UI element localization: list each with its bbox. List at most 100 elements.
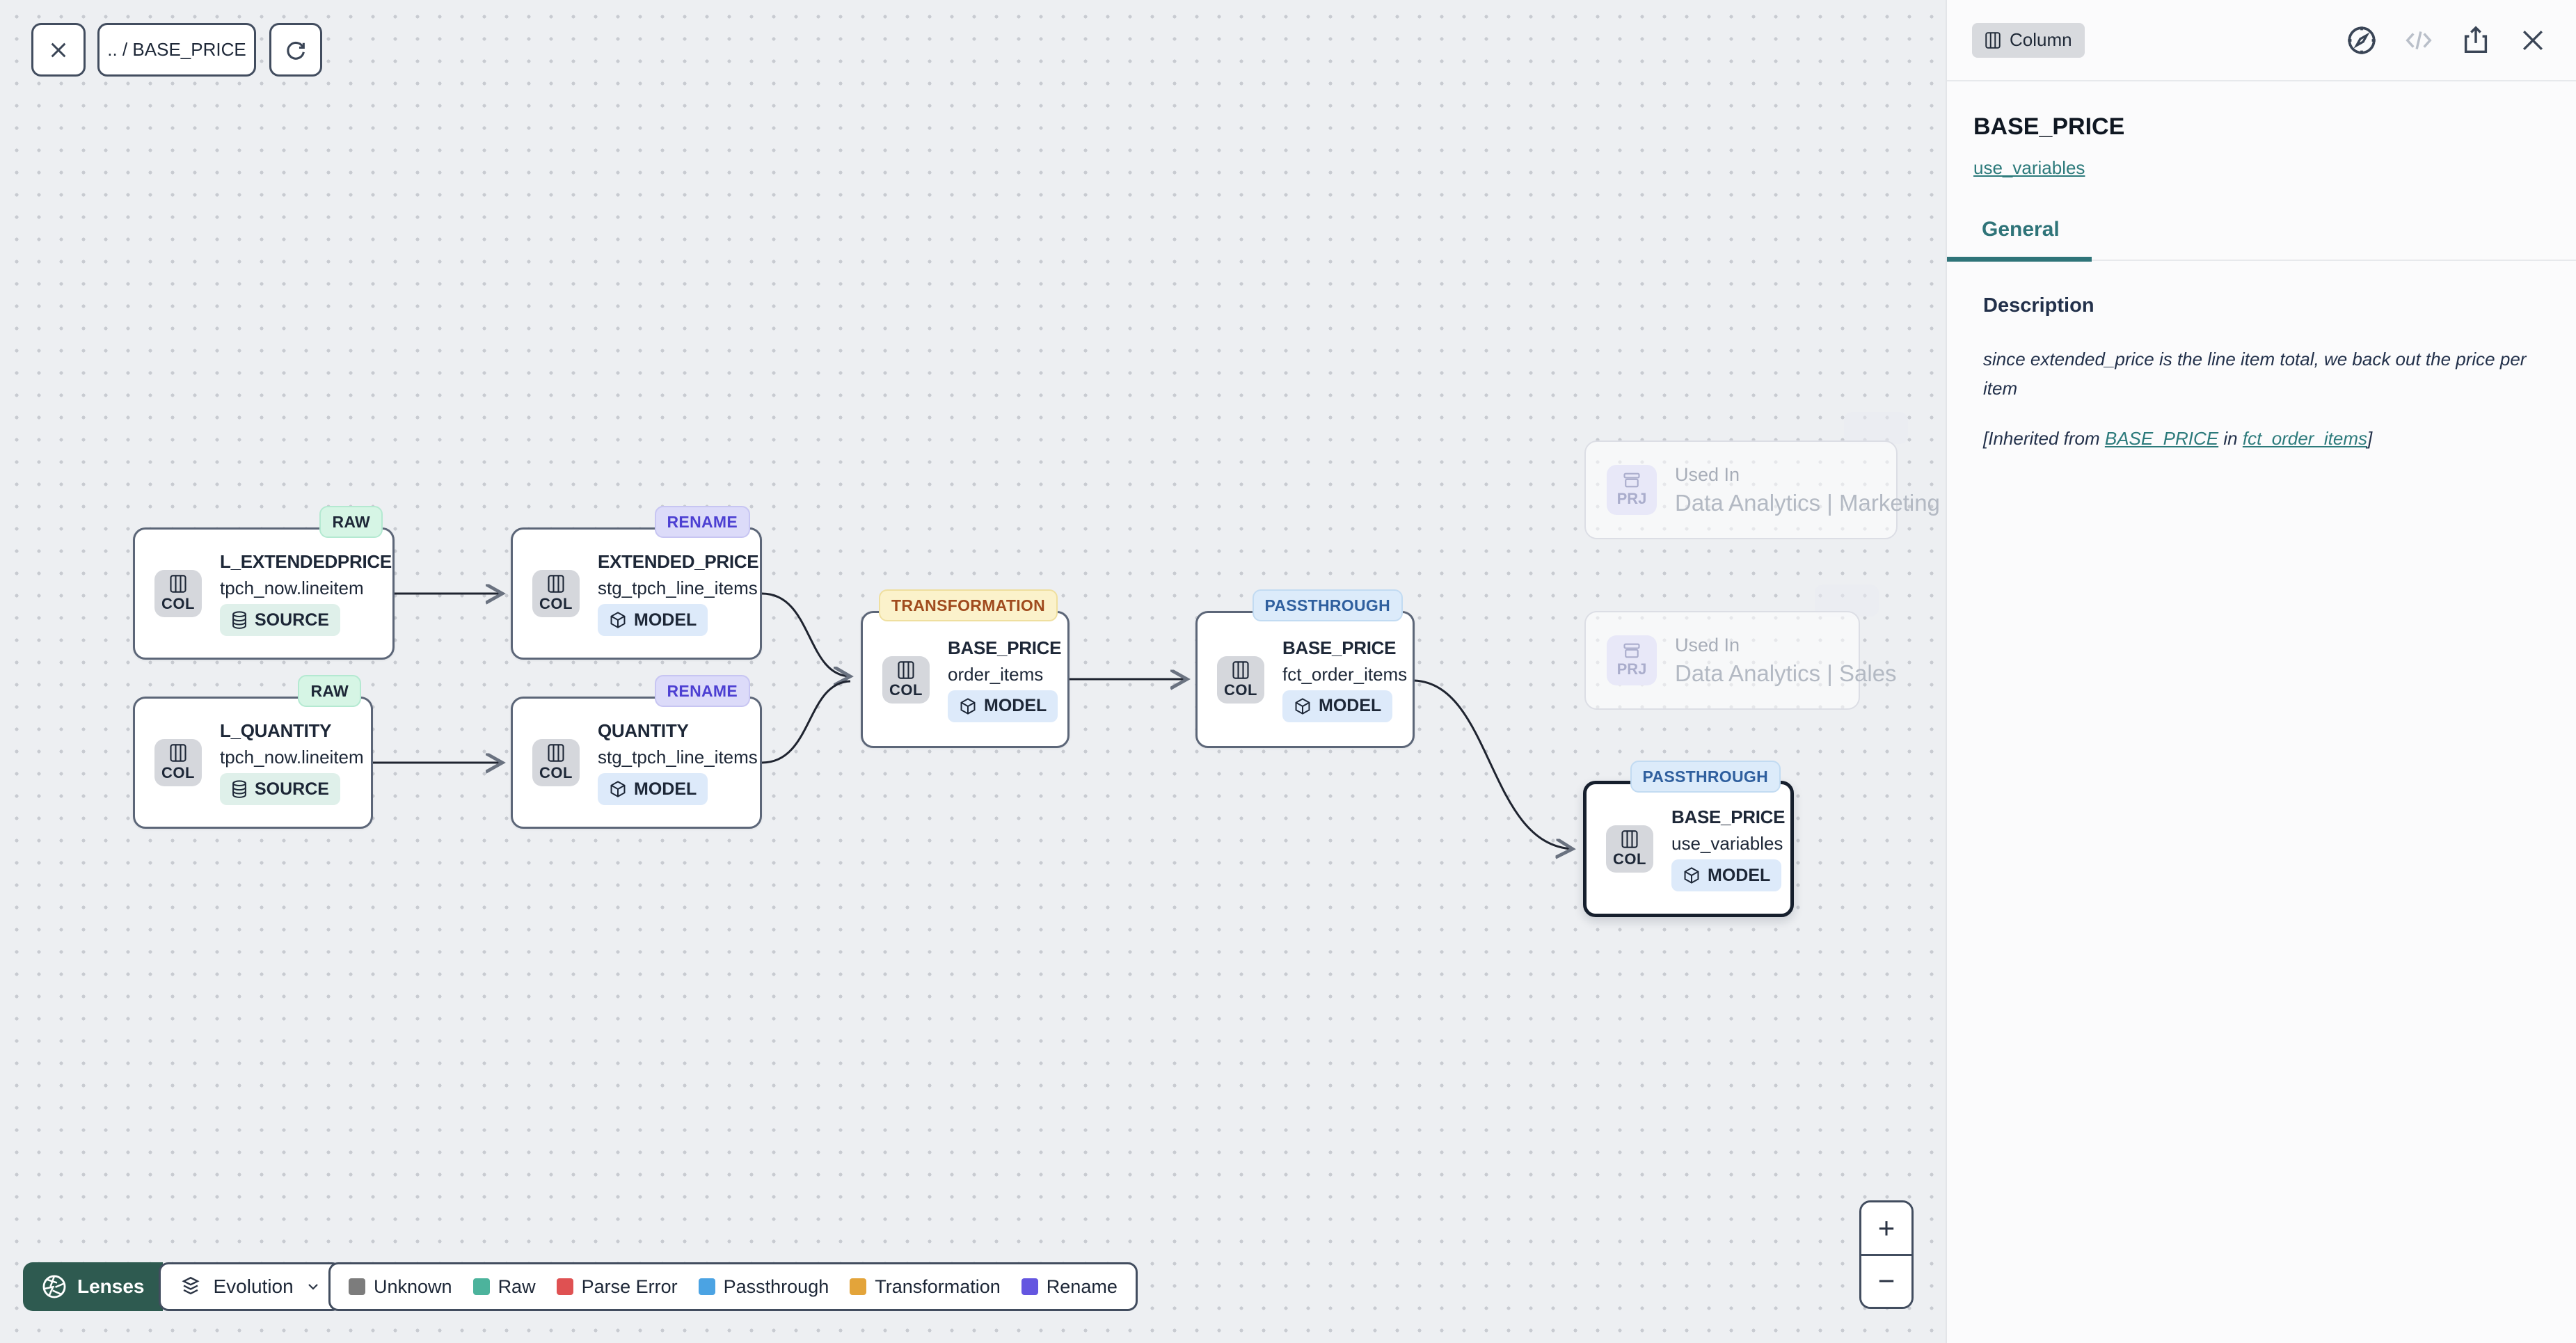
legend-swatch	[349, 1278, 365, 1295]
model-chip-label: MODEL	[634, 610, 697, 630]
column-kind-label: COL	[1613, 850, 1646, 868]
zoom-in-button[interactable]: +	[1861, 1202, 1911, 1256]
column-kind-label: COL	[539, 764, 573, 781]
legend-item-transformation: Transformation	[850, 1276, 1001, 1298]
model-chip-label: MODEL	[634, 779, 697, 799]
node-subtitle: tpch_now.lineitem	[220, 578, 364, 598]
zoom-out-button[interactable]: −	[1861, 1255, 1911, 1307]
description-body: since extended_price is the line item to…	[1983, 349, 2527, 399]
node-base-price-use-variables[interactable]: PASSTHROUGH COL BASE_PRICE use_variables…	[1583, 761, 1794, 917]
lens-mode-label: Evolution	[213, 1276, 294, 1297]
close-lineage-button[interactable]	[31, 23, 86, 77]
legend-swatch	[1021, 1278, 1038, 1295]
close-panel-button[interactable]	[2515, 22, 2551, 58]
legend-label: Unknown	[374, 1276, 452, 1297]
column-kind-label: COL	[161, 764, 195, 781]
inherited-note: [Inherited from BASE_PRICE in fct_order_…	[1983, 428, 2576, 450]
node-l-quantity[interactable]: RAW COL L_QUANTITY tpch_now.lineitem	[133, 675, 373, 829]
used-in-label: Used In	[1675, 463, 1740, 485]
breadcrumb[interactable]: .. / BASE_PRICE	[97, 23, 256, 77]
aperture-icon	[42, 1275, 66, 1298]
zoom-controls: + −	[1859, 1200, 1914, 1309]
node-title: QUANTITY	[598, 720, 689, 741]
inherited-model-link[interactable]: fct_order_items	[2242, 428, 2368, 450]
column-kind-chip: COL	[532, 570, 580, 617]
description-label: Description	[1983, 294, 2094, 317]
model-chip: MODEL	[1671, 859, 1782, 891]
legend-item-parse-error: Parse Error	[556, 1276, 678, 1298]
layers-icon	[181, 1276, 200, 1295]
details-panel: Column	[1946, 0, 2576, 1343]
refresh-icon	[287, 41, 305, 60]
view-code-button[interactable]	[2401, 22, 2437, 58]
inherited-middle: in	[2218, 428, 2243, 450]
node-type-badge: PASSTHROUGH	[1630, 761, 1781, 793]
node-l-extendedprice[interactable]: RAW COL L_EXTENDEDPRICE tpch_now.lineite…	[133, 506, 395, 660]
model-chip: MODEL	[1282, 690, 1393, 722]
compass-icon	[2348, 26, 2376, 54]
legend-item-unknown: Unknown	[349, 1276, 452, 1298]
node-type-badge: RENAME	[654, 506, 750, 538]
node-extended-price[interactable]: RENAME COL EXTENDED_PRICE stg_tpch_line_…	[511, 506, 762, 660]
node-title: EXTENDED_PRICE	[598, 551, 759, 572]
database-icon	[232, 780, 246, 798]
lens-mode-dropdown[interactable]: Evolution	[158, 1262, 342, 1311]
source-chip-label: SOURCE	[255, 610, 329, 630]
active-tab-indicator	[1947, 257, 2092, 262]
node-subtitle: order_items	[948, 663, 1044, 685]
used-in-card-marketing[interactable]: PRJ Used In Data Analytics | Marketing	[1584, 440, 1940, 539]
refresh-button[interactable]	[269, 23, 322, 77]
lineage-canvas[interactable]: .. / BASE_PRICE PRJ Used In Data Analyti…	[0, 0, 1946, 1343]
used-in-card-sales[interactable]: PRJ Used In Data Analytics | Sales	[1584, 611, 1897, 710]
model-chip: MODEL	[948, 690, 1058, 722]
column-kind-label: COL	[161, 595, 195, 612]
column-kind-label: COL	[1224, 681, 1257, 699]
node-title: BASE_PRICE	[948, 637, 1062, 658]
cube-icon	[960, 697, 976, 715]
column-kind-chip: COL	[882, 655, 930, 704]
legend-item-rename: Rename	[1021, 1276, 1118, 1298]
code-icon	[2406, 31, 2432, 49]
cube-icon	[1295, 697, 1310, 715]
column-kind-chip: COL	[1217, 655, 1264, 704]
model-chip-label: MODEL	[1319, 696, 1382, 715]
inherited-prefix: [Inherited from	[1983, 428, 2105, 450]
column-kind-chip: COL	[154, 739, 202, 786]
legend-swatch	[698, 1278, 715, 1295]
model-link[interactable]: use_variables	[1973, 157, 2085, 178]
model-chip-label: MODEL	[1708, 865, 1771, 885]
project-icon	[1623, 472, 1640, 488]
column-kind-chip: COL	[154, 570, 202, 617]
source-chip-label: SOURCE	[255, 779, 329, 799]
inherited-column-link[interactable]: BASE_PRICE	[2104, 428, 2219, 450]
legend-item-raw: Raw	[472, 1276, 536, 1298]
legend-label: Passthrough	[723, 1276, 829, 1297]
share-button[interactable]	[2458, 22, 2494, 58]
explore-button[interactable]	[2344, 22, 2380, 58]
source-chip: SOURCE	[220, 604, 340, 636]
ghost-badge	[1844, 412, 1908, 444]
node-title: L_EXTENDEDPRICE	[220, 551, 392, 572]
node-base-price-order-items[interactable]: TRANSFORMATION COL BASE_PRICE order_item…	[861, 589, 1070, 748]
lenses-button[interactable]: Lenses	[23, 1262, 163, 1311]
column-icon	[1621, 830, 1638, 848]
node-quantity[interactable]: RENAME COL QUANTITY stg_tpch_line_items …	[511, 675, 762, 829]
column-icon	[1985, 31, 2001, 49]
column-icon	[170, 575, 186, 593]
lenses-control: Lenses Evolution	[23, 1262, 342, 1311]
node-title: L_QUANTITY	[220, 720, 332, 741]
cube-icon	[610, 781, 626, 797]
entity-type-badge: Column	[1972, 22, 2085, 58]
node-base-price-fct-order-items[interactable]: PASSTHROUGH COL BASE_PRICE fct_order_ite…	[1195, 589, 1415, 748]
project-chip-label: PRJ	[1616, 660, 1647, 678]
node-subtitle: use_variables	[1671, 833, 1783, 854]
column-kind-label: COL	[889, 681, 923, 699]
entity-type-label: Column	[2010, 29, 2072, 50]
inherited-suffix: ]	[2367, 428, 2373, 450]
model-chip: MODEL	[598, 773, 708, 805]
model-chip-label: MODEL	[984, 696, 1047, 715]
node-subtitle: fct_order_items	[1282, 663, 1408, 685]
used-in-name: Data Analytics | Sales	[1675, 660, 1897, 686]
tab-general[interactable]: General	[1982, 218, 2060, 241]
